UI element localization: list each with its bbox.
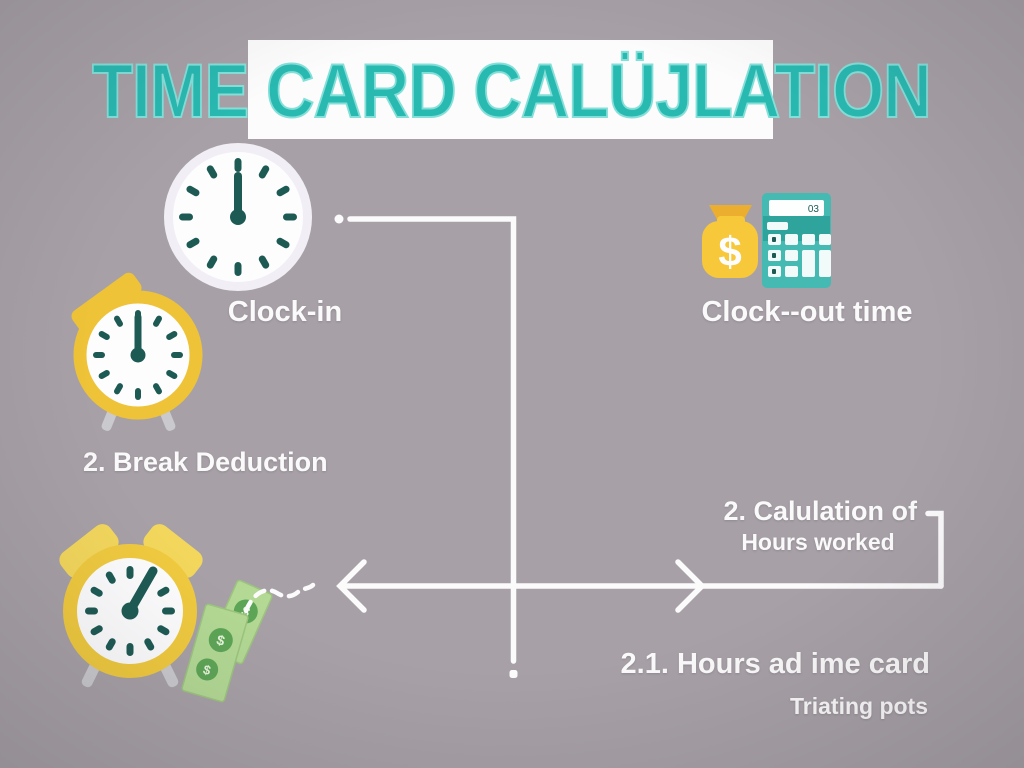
clock-icon bbox=[164, 143, 312, 291]
label-hours-time-card: 2.1. Hours ad ime card bbox=[620, 648, 930, 680]
money-bills-icon: $ $ $ bbox=[181, 579, 316, 703]
label-hours-worked: Hours worked bbox=[741, 529, 895, 555]
label-calculation-of: 2. Calulation of bbox=[723, 496, 917, 526]
bracket-connector bbox=[925, 510, 944, 589]
label-break-deduction: 2. Break Deduction bbox=[83, 447, 328, 477]
dashed-squiggle-connector bbox=[243, 582, 316, 614]
connector-start-dot bbox=[334, 214, 344, 224]
label-clock-in: Clock-in bbox=[227, 296, 343, 328]
calculator-icon: 03 bbox=[762, 193, 831, 288]
page-title: TIME CARD CALÜJLATION bbox=[91, 48, 932, 135]
arrowhead-left-icon bbox=[336, 559, 367, 613]
connector-end-dot bbox=[509, 670, 518, 678]
label-clock-out-time: Clock--out time bbox=[701, 296, 913, 328]
flow-connector-lines bbox=[334, 214, 944, 678]
bill-dollar-glyph: $ bbox=[201, 662, 213, 679]
money-bag-dollar-glyph: $ bbox=[718, 228, 741, 275]
alarm-clock-money-icon bbox=[59, 524, 203, 688]
label-triating-pots: Triating pots bbox=[790, 693, 928, 719]
alarm-clock-icon bbox=[71, 272, 203, 431]
calculator-display-value: 03 bbox=[808, 204, 820, 215]
arrowhead-right-icon bbox=[675, 559, 706, 613]
money-bag-icon: $ bbox=[702, 205, 758, 278]
title-background-box bbox=[248, 40, 773, 139]
connector-top-elbow bbox=[347, 216, 517, 664]
